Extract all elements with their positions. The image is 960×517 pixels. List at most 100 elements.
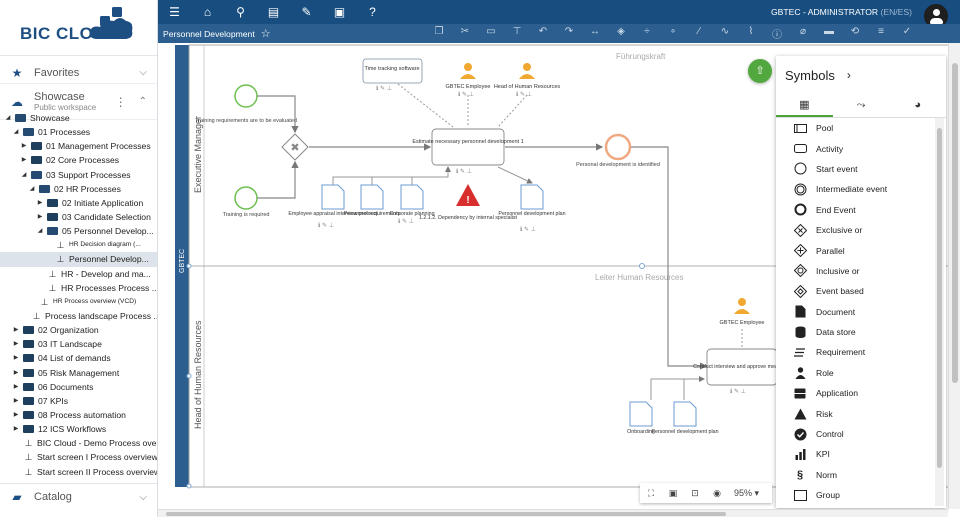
symbol-item[interactable]: Data store (776, 322, 934, 342)
caret-right-icon[interactable]: ▶ (21, 157, 27, 164)
risk-icon[interactable] (456, 184, 480, 206)
fullscreen-icon[interactable]: ⊡ (691, 487, 699, 498)
undo-icon[interactable]: ↶ (538, 26, 548, 37)
redo-icon[interactable]: ↷ (564, 26, 574, 37)
menu-icon[interactable]: ☰ (169, 5, 180, 19)
tree-item[interactable]: ▶08 Process automation (0, 408, 157, 422)
filter-icon[interactable]: ≡ (878, 26, 884, 37)
caret-right-icon[interactable]: ▶ (21, 143, 27, 150)
document-requirements[interactable] (360, 184, 384, 210)
symbol-item[interactable]: Event based (776, 281, 934, 301)
caret-down-icon[interactable]: ◢ (5, 115, 11, 122)
vertical-scrollbar[interactable] (948, 43, 960, 509)
star-outline-icon[interactable]: ☆ (260, 28, 271, 40)
document-onboarding[interactable] (629, 401, 653, 427)
symbol-item[interactable]: Activity (776, 138, 934, 158)
check-icon[interactable]: ✓ (902, 26, 912, 37)
symbol-item[interactable]: Role (776, 363, 934, 383)
cloud-upload-icon[interactable]: ⇧ (748, 59, 772, 83)
tree-item[interactable]: ⊥Process landscape Process ... (0, 309, 157, 323)
chevron-up-icon[interactable]: ⌃ (138, 96, 147, 107)
tree-item[interactable]: ⊥Start screen I Process overview (... (0, 450, 157, 464)
start-event-1[interactable] (234, 84, 258, 108)
tree-item[interactable]: ▶02 Organization (0, 323, 157, 337)
caret-right-icon[interactable]: ▶ (13, 426, 19, 433)
symbol-item[interactable]: Inclusive or (776, 261, 934, 281)
chevron-down-icon[interactable]: ⌵ (139, 67, 147, 78)
format-painter-icon[interactable]: ⊤ (512, 26, 522, 37)
tree-item[interactable]: ▶03 Candidate Selection (0, 210, 157, 224)
caret-right-icon[interactable]: ▶ (13, 383, 19, 390)
tree-item[interactable]: ⊥HR Decision diagram (... (0, 238, 157, 252)
symbol-item[interactable]: Application (776, 383, 934, 403)
line-chart-icon[interactable]: ∿ (720, 26, 730, 37)
tree-item[interactable]: ◢03 Support Processes (0, 168, 157, 182)
caret-right-icon[interactable]: ▶ (13, 341, 19, 348)
distribute-icon[interactable]: ÷ (644, 26, 650, 37)
caret-right-icon[interactable]: ▶ (37, 214, 43, 221)
document-corporate-planning[interactable] (400, 184, 424, 210)
trend-icon[interactable]: ⌇ (748, 26, 754, 37)
caret-down-icon[interactable]: ◢ (13, 129, 19, 136)
symbol-item[interactable]: Document (776, 302, 934, 322)
paste-icon[interactable]: ▭ (486, 26, 496, 37)
caret-right-icon[interactable]: ▶ (13, 355, 19, 362)
document-development-plan-2[interactable] (673, 401, 697, 427)
role-icon[interactable] (519, 74, 535, 79)
more-vert-icon[interactable]: ⋮ (114, 94, 127, 109)
role-icon[interactable] (734, 309, 750, 314)
grid-icon[interactable]: ▦ (776, 94, 833, 117)
symbol-item[interactable]: Pool (776, 118, 934, 138)
tree-item[interactable]: ▶04 List of demands (0, 351, 157, 365)
chevron-right-icon[interactable]: › (846, 68, 851, 82)
cut-icon[interactable]: ✂ (460, 26, 470, 37)
wrench-icon[interactable]: ✎ (301, 5, 312, 19)
caret-right-icon[interactable]: ▶ (13, 327, 19, 334)
clipboard-icon[interactable]: ▣ (333, 5, 346, 19)
tree-item[interactable]: ⊥HR Processes Process ... (0, 281, 157, 295)
tree-item[interactable]: ◢02 HR Processes (0, 182, 157, 196)
symbol-item[interactable]: Risk (776, 403, 934, 423)
document-development-plan[interactable] (520, 184, 544, 210)
logo[interactable]: BIC CLOUD (0, 0, 157, 56)
end-event[interactable] (604, 133, 632, 161)
caret-right-icon[interactable]: ▶ (37, 199, 43, 206)
resize-horizontal-icon[interactable]: ↔ (590, 26, 600, 37)
tree-item[interactable]: ⊥HR - Develop and ma... (0, 267, 157, 281)
symbol-item[interactable]: End Event (776, 200, 934, 220)
caret-down-icon[interactable]: ◢ (21, 171, 27, 178)
tree-item[interactable]: ▶03 IT Landscape (0, 337, 157, 351)
caret-down-icon[interactable]: ◢ (29, 185, 35, 192)
minimap-icon[interactable]: ▣ (668, 487, 678, 498)
horizontal-scrollbar[interactable] (158, 509, 948, 517)
tree-item[interactable]: ◢01 Processes (0, 125, 157, 139)
symbols-scrollbar[interactable] (935, 118, 944, 506)
tree-item[interactable]: ⊥HR Process overview (VCD) (0, 295, 157, 309)
caret-right-icon[interactable]: ▶ (13, 412, 19, 419)
symbol-item[interactable]: Intermediate event (776, 179, 934, 199)
zoom-select[interactable]: 95% ▾ (734, 487, 760, 498)
start-event-2[interactable] (234, 186, 258, 210)
tree-item[interactable]: ▶07 KPIs (0, 394, 157, 408)
symbol-item[interactable]: Control (776, 424, 934, 444)
symbol-item[interactable]: Exclusive or (776, 220, 934, 240)
comment-icon[interactable]: ▬ (824, 26, 834, 37)
attachment-icon[interactable]: ⌀ (799, 26, 807, 37)
document-appraisal[interactable] (321, 184, 345, 210)
info-icon[interactable]: ⓘ (772, 30, 782, 41)
tree-item[interactable]: ⊥Start screen II Process overview ... (0, 465, 157, 479)
connector-icon[interactable]: ⤳ (856, 99, 866, 111)
tree-item[interactable]: ▶02 Initiate Application (0, 196, 157, 210)
caret-down-icon[interactable]: ◢ (37, 228, 43, 235)
symbol-item[interactable]: Parallel (776, 240, 934, 260)
favorites-section[interactable]: ★ Favorites ⌵ (0, 62, 157, 84)
symbol-item[interactable]: Requirement (776, 342, 934, 362)
copy-icon[interactable]: ❐ (434, 26, 444, 37)
help-icon[interactable]: ? (369, 5, 376, 19)
chevron-down-icon[interactable]: ⌵ (139, 491, 147, 503)
center-icon[interactable]: ◉ (713, 487, 721, 498)
layers-icon[interactable]: ◈ (617, 26, 625, 37)
workspace-section[interactable]: ☁ Showcase Public workspace ⋮ ⌃ (0, 84, 157, 120)
parallel-gateway[interactable] (281, 133, 309, 161)
tree-item[interactable]: ⊥Personnel Develop... (0, 252, 157, 267)
